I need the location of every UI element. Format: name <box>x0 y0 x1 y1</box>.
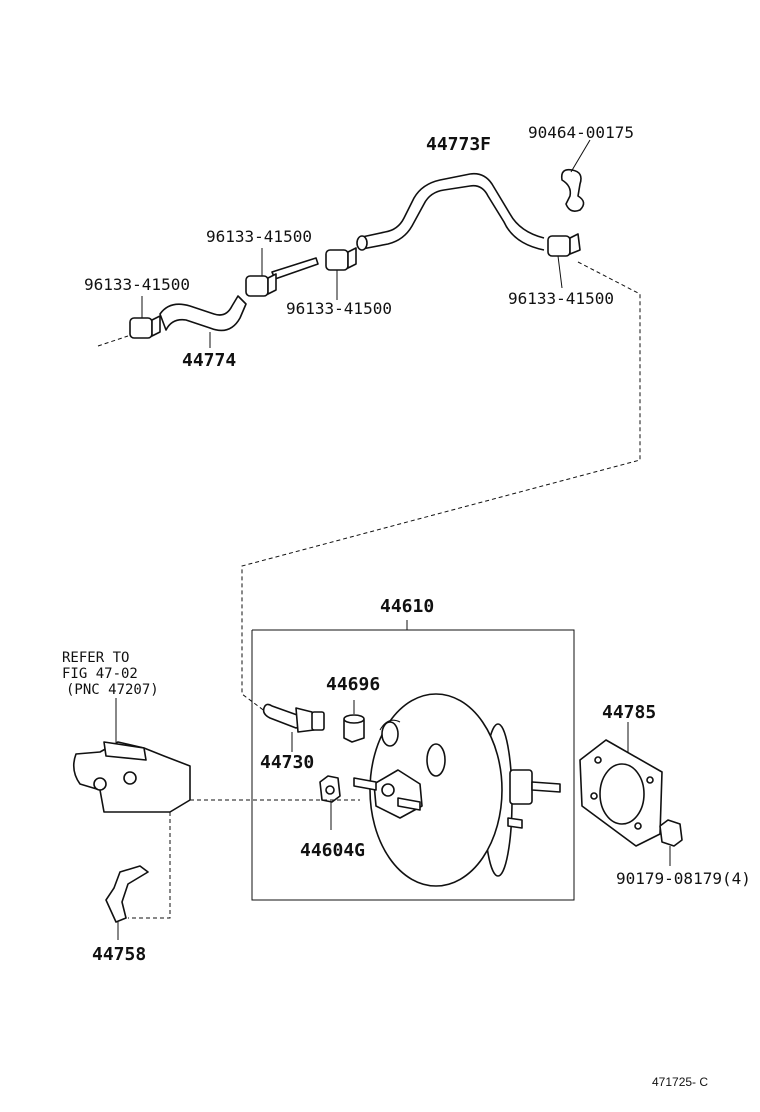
label-hose-upper: 44773F <box>426 134 491 155</box>
vacuum-routing-line <box>241 261 641 713</box>
label-clip: 90464-00175 <box>528 123 634 142</box>
bracket-line <box>128 812 171 919</box>
hose-clamp-right <box>547 233 581 289</box>
label-grommet: 44696 <box>326 674 380 695</box>
hose-clamp-left <box>97 296 161 347</box>
label-check-valve: 44730 <box>260 752 314 773</box>
label-ref-line1: REFER TO <box>62 650 129 666</box>
label-flange-nut: 90179-08179(4) <box>616 869 751 888</box>
gasket <box>579 722 663 847</box>
label-clamp-a: 96133-41500 <box>206 227 312 246</box>
label-clamp-c: 96133-41500 <box>286 299 392 318</box>
diagram-code: 471725- C <box>652 1075 708 1089</box>
label-clamp-b: 96133-41500 <box>84 275 190 294</box>
label-ref-line3: (PNC 47207) <box>66 682 159 698</box>
bracket <box>105 865 149 940</box>
flange-nut <box>659 819 683 866</box>
label-booster-assy: 44610 <box>380 596 434 617</box>
vacuum-hose-lower <box>159 295 247 348</box>
booster-assembly-frame <box>251 620 575 901</box>
brake-booster <box>353 693 561 887</box>
master-cylinder <box>72 698 191 813</box>
vacuum-hose-upper <box>356 172 545 251</box>
hose-clamp-mid-left <box>245 248 277 297</box>
grommet <box>343 700 365 743</box>
label-bracket: 44758 <box>92 944 146 965</box>
check-valve <box>262 703 325 752</box>
label-gasket: 44785 <box>602 702 656 723</box>
label-hose-lower: 44774 <box>182 350 236 371</box>
hose-clip <box>560 139 591 212</box>
short-hose-segment <box>271 257 319 280</box>
hose-clamp-mid-upper <box>325 247 357 300</box>
label-clamp-d: 96133-41500 <box>508 289 614 308</box>
label-nut: 44604G <box>300 840 365 861</box>
label-ref-line2: FIG 47-02 <box>62 666 138 682</box>
nut <box>319 775 341 830</box>
